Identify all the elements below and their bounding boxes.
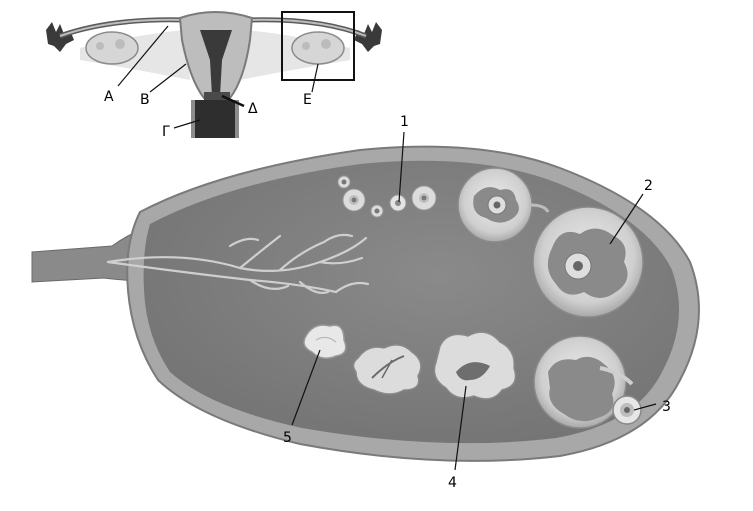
inset-label-d: Δ	[248, 101, 258, 117]
ovary-section: 1 2 3 4 5	[31, 114, 700, 491]
callout-3: 3	[662, 399, 671, 415]
secondary-follicle	[457, 167, 550, 243]
released-ovum	[612, 395, 642, 425]
ruptured-follicle	[533, 335, 634, 429]
uterine-cavity	[200, 30, 232, 96]
corpus-luteum	[433, 331, 517, 400]
callout-5: 5	[283, 430, 292, 446]
left-ovary	[85, 31, 139, 65]
right-fimbriae	[354, 22, 382, 52]
vagina	[194, 100, 236, 138]
graafian-follicle	[532, 206, 644, 318]
callout-2: 2	[644, 178, 653, 194]
callout-1: 1	[400, 114, 409, 130]
primordial-follicles	[337, 175, 437, 218]
corpus-albicans	[303, 324, 347, 359]
left-fimbriae	[46, 22, 74, 52]
inset-label-g: Γ	[162, 124, 170, 140]
corpus-luteum-early	[352, 344, 422, 395]
inset-zoom-box	[281, 11, 355, 81]
uterus-inset: Α Β Γ Δ Ε	[46, 11, 382, 140]
right-ovary	[291, 31, 345, 65]
inset-label-a: Α	[104, 89, 114, 105]
inset-label-b: Β	[140, 92, 150, 108]
blood-vessels	[106, 233, 370, 294]
callout-4: 4	[448, 475, 457, 491]
inset-label-e: Ε	[303, 92, 312, 108]
